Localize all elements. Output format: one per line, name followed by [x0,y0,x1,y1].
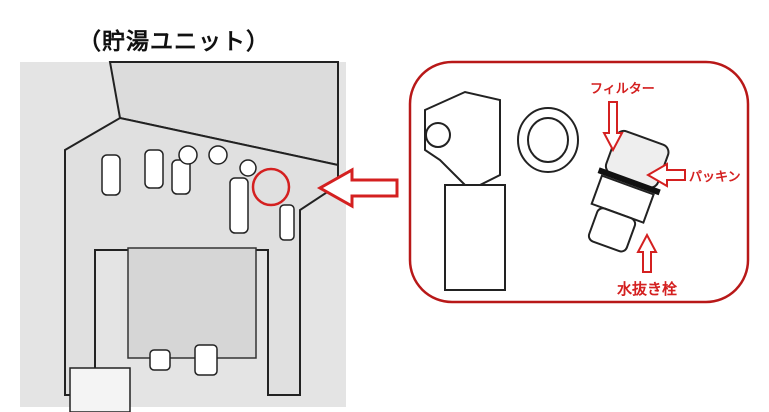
highlight-circle [251,167,291,207]
packing-arrow [646,162,686,188]
valve-body-illustration [424,90,579,291]
pipes [101,145,295,376]
filter-arrow [602,101,624,153]
unit-title: （貯湯ユニット） [78,29,270,55]
filter-label: フィルター [590,82,655,97]
drain-plug-arrow [636,232,658,273]
pointer-arrow [316,167,399,209]
storage-unit-illustration [20,61,346,412]
packing-label: パッキン [689,170,741,185]
drain-plug-label: 水抜き栓 [617,280,677,298]
